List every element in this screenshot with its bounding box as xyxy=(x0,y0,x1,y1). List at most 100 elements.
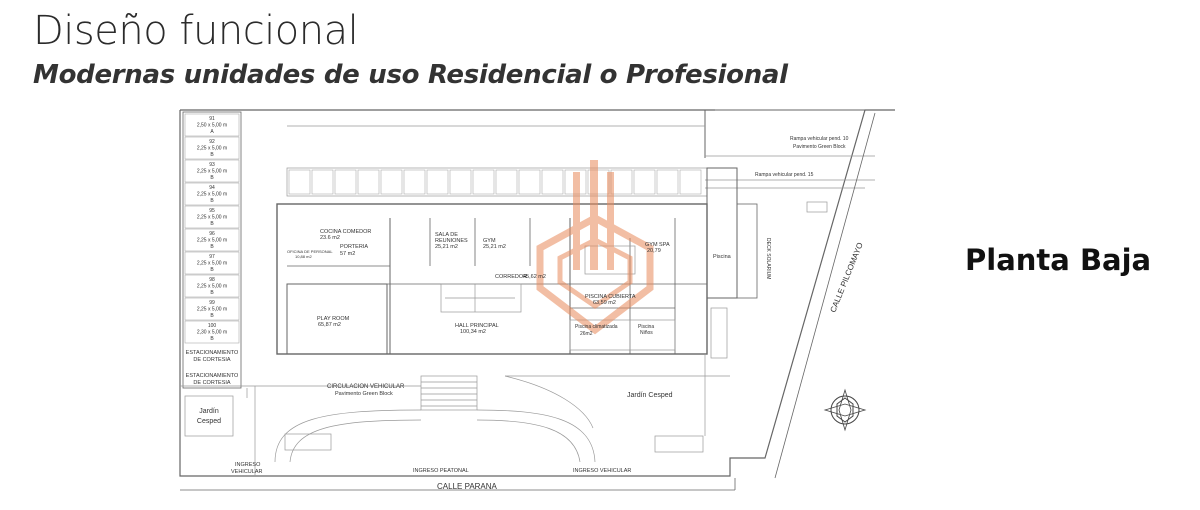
room-gymspa-name: GYM SPA xyxy=(645,242,670,248)
room-reuniones-name-1: SALA DE xyxy=(435,232,458,238)
room-porteria-area: 57 m2 xyxy=(340,251,355,257)
parking-space-number: 96 xyxy=(209,231,215,237)
parking-space-number: 91 xyxy=(209,116,215,122)
room-porteria-name: PORTERIA xyxy=(340,244,368,250)
logo-watermark-icon xyxy=(536,160,654,335)
ingreso-peatonal-label: INGRESO PEATONAL xyxy=(413,468,469,474)
top-parking-slot xyxy=(656,169,679,195)
room-playroom-area: 65,87 m2 xyxy=(318,322,341,328)
top-parking-slot xyxy=(380,169,403,195)
room-oficina-name: OFICINA DE PERSONAL xyxy=(287,249,333,254)
room-hall-area: 100,34 m2 xyxy=(460,329,486,335)
parking-space: 932,25 x 5,00 mB xyxy=(184,159,240,183)
page-subtitle: Modernas unidades de uso Residencial o P… xyxy=(33,60,788,90)
room-reuniones-area: 25,21 m2 xyxy=(435,244,458,250)
parking-space-type: B xyxy=(210,198,214,204)
parking-space-type: B xyxy=(210,290,214,296)
circulacion-label: CIRCULACION VEHICULAR xyxy=(327,384,405,390)
parking-space-type: B xyxy=(210,313,214,319)
parking-space-number: 94 xyxy=(209,185,215,191)
parking-space-size: 2,25 x 5,00 m xyxy=(197,238,227,244)
parking-space: 942,25 x 5,00 mB xyxy=(184,182,240,206)
parking-space-number: 97 xyxy=(209,254,215,260)
room-piscina-cubierta-name: PISCINA CUBIERTA xyxy=(585,294,636,300)
parking-space-size: 2,25 x 5,00 m xyxy=(197,215,227,221)
parking-space: 982,25 x 5,00 mB xyxy=(184,274,240,298)
parking-space-type: B xyxy=(210,336,214,342)
svg-text:ESTACIONAMIENTO: ESTACIONAMIENTO xyxy=(186,373,239,379)
top-parking-slot xyxy=(403,169,426,195)
parking-space-type: B xyxy=(210,152,214,158)
parking-space-type: B xyxy=(210,244,214,250)
svg-text:DE CORTESIA: DE CORTESIA xyxy=(193,380,231,386)
top-parking-slot xyxy=(633,169,656,195)
room-piscina-name: Piscina xyxy=(713,254,732,260)
room-oficina-area: 10,88 m2 xyxy=(295,254,312,259)
top-parking-slot xyxy=(426,169,449,195)
parking-space-type: A xyxy=(210,129,214,135)
calle-parana-label: CALLE PARANA xyxy=(437,482,498,491)
compass-icon xyxy=(823,388,867,432)
parking-space: 972,25 x 5,00 mB xyxy=(184,251,240,275)
parking-space: 912,50 x 5,00 mA xyxy=(184,113,240,137)
page-title: Diseño funcional xyxy=(33,8,359,54)
courtesy-parking: ESTACIONAMIENTO DE CORTESIA ESTACIONAMIE… xyxy=(186,350,239,386)
top-parking-slot xyxy=(472,169,495,195)
parking-space-number: 93 xyxy=(209,162,215,168)
room-ninos-name-2: Niños xyxy=(640,330,653,336)
top-parking-slot xyxy=(679,169,702,195)
circulacion-sub-label: Pavimento Green Block xyxy=(335,391,393,397)
top-parking-slot xyxy=(357,169,380,195)
room-ninos-name-1: Piscina xyxy=(638,324,654,330)
calle-pilcomayo-label: CALLE PILCOMAYO xyxy=(829,241,865,313)
top-parking-slot xyxy=(449,169,472,195)
parking-space-size: 2,25 x 5,00 m xyxy=(197,192,227,198)
parking-space-size: 2,25 x 5,00 m xyxy=(197,169,227,175)
rampa-pavimento-label: Pavimento Green Block xyxy=(793,144,846,150)
jardin-left-label-2: Cesped xyxy=(197,418,221,425)
room-reuniones-name-2: REUNIONES xyxy=(435,238,468,244)
parking-space-type: B xyxy=(210,221,214,227)
parking-space-size: 2,30 x 5,00 m xyxy=(197,330,227,336)
parking-space: 952,25 x 5,00 mB xyxy=(184,205,240,229)
parking-space-size: 2,25 x 5,00 m xyxy=(197,146,227,152)
room-cocina-area: 23.6 m2 xyxy=(320,235,340,241)
parking-space-number: 92 xyxy=(209,139,215,145)
room-cocina-name: COCINA COMEDOR xyxy=(320,229,371,235)
room-hall-name: HALL PRINCIPAL xyxy=(455,323,499,329)
parking-space-number: 98 xyxy=(209,277,215,283)
ingreso-vehicular-right-label: INGRESO VEHICULAR xyxy=(573,468,631,474)
svg-text:ESTACIONAMIENTO: ESTACIONAMIENTO xyxy=(186,350,239,356)
room-gym-area: 25,21 m2 xyxy=(483,244,506,250)
parking-space-type: B xyxy=(210,175,214,181)
top-parking-slot xyxy=(288,169,311,195)
rampa-label-2: Rampa vehicular pend. 15 xyxy=(755,172,814,178)
room-gymspa-area: 20,79 xyxy=(647,248,661,254)
room-piscina-cubierta-area: 63,59 m2 xyxy=(593,300,616,306)
parking-space-size: 2,50 x 5,00 m xyxy=(197,123,227,129)
top-parking-slot xyxy=(334,169,357,195)
parking-space: 922,25 x 5,00 mB xyxy=(184,136,240,160)
parking-space-size: 2,25 x 5,00 m xyxy=(197,307,227,313)
room-gym-name: GYM xyxy=(483,238,496,244)
top-parking-slot xyxy=(518,169,541,195)
room-corredor-name: CORREDOR xyxy=(495,274,527,280)
svg-text:DE CORTESIA: DE CORTESIA xyxy=(193,357,231,363)
room-playroom-name: PLAY ROOM xyxy=(317,316,350,322)
top-parking-slot xyxy=(610,169,633,195)
parking-space-size: 2,25 x 5,00 m xyxy=(197,261,227,267)
top-parking-slot xyxy=(541,169,564,195)
rampa-label-1: Rampa vehicular pend. 10 xyxy=(790,136,849,142)
jardin-cesped-label: Jardín Cesped xyxy=(627,392,673,399)
room-corredor-area: 45,62 m2 xyxy=(523,274,546,280)
room-climatizada-area: 26m2 xyxy=(580,331,593,337)
parking-space-number: 99 xyxy=(209,300,215,306)
ingreso-vehicular-label: INGRESO xyxy=(235,462,261,468)
jardin-left-label: Jardín xyxy=(199,408,219,415)
room-climatizada-name: Piscina climatizada xyxy=(575,324,618,330)
top-parking-slot xyxy=(495,169,518,195)
parking-space-type: B xyxy=(210,267,214,273)
entrance-stairs xyxy=(420,375,478,411)
